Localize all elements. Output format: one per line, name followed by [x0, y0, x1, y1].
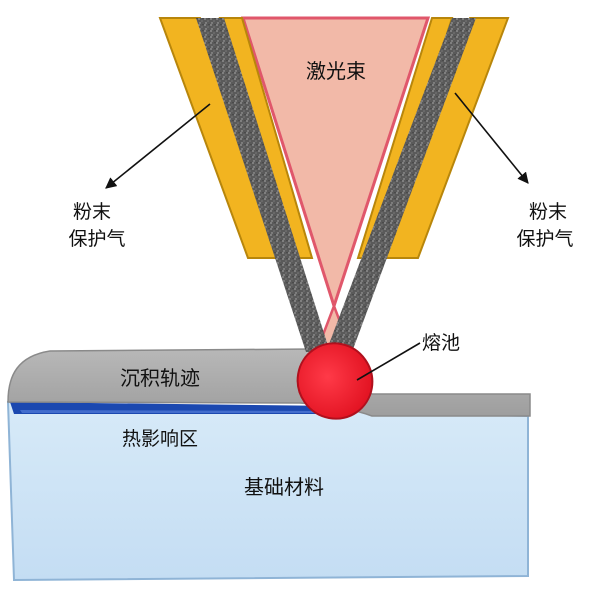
melt-pool — [296, 342, 374, 420]
heat-affected-zone-highlight — [20, 410, 330, 413]
substrate-label: 基础材料 — [244, 475, 324, 499]
right-powder-gas-label-line2: 保护气 — [516, 228, 573, 250]
left-powder-gas-label-line2: 保护气 — [68, 228, 125, 250]
right-powder-stream — [326, 18, 476, 352]
left-powder-stream — [196, 18, 330, 352]
laser-beam-label: 激光束 — [306, 59, 366, 83]
heat-affected-zone-label: 热影响区 — [122, 428, 198, 450]
left-powder-gas-label-line1: 粉末 — [73, 201, 111, 223]
melt-pool-pointer — [356, 342, 421, 381]
deposition-track-label: 沉积轨迹 — [120, 366, 200, 390]
melt-pool-label: 熔池 — [422, 332, 460, 354]
laser-beam-cone — [240, 16, 431, 311]
right-powder-gas-label-line1: 粉末 — [529, 201, 567, 223]
right-gas-arrow — [454, 92, 529, 184]
left-gas-arrow — [105, 103, 211, 189]
